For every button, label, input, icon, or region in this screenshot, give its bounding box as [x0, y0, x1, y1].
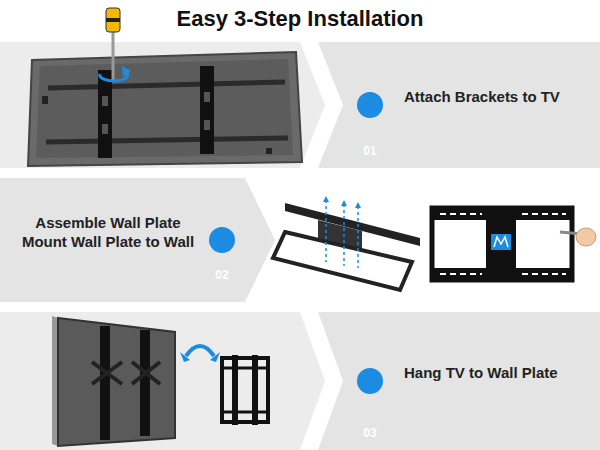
tv-port	[42, 96, 48, 104]
step-band: Assemble Wall Plate Mount Wall Plate to …	[0, 178, 275, 302]
step-band: Hang TV to Wall Plate 03	[318, 312, 600, 450]
bracket-slot	[102, 124, 108, 134]
plate-bar	[232, 355, 238, 425]
bracket-slot	[102, 96, 108, 106]
row-ground	[0, 312, 325, 450]
number-circle	[357, 92, 383, 118]
guide-line	[357, 206, 359, 268]
arrow-head	[180, 352, 190, 362]
bracket-slot	[204, 92, 210, 102]
hand	[576, 228, 596, 246]
hang-arrow	[186, 346, 214, 356]
arrow-head	[210, 352, 220, 362]
tilt-arm	[92, 362, 122, 384]
tv-port	[266, 148, 272, 154]
chevron-band	[318, 42, 600, 168]
brand-mark	[494, 237, 508, 247]
tilt-arm	[132, 362, 160, 384]
tv-rail	[46, 138, 288, 142]
plate-slots	[440, 273, 482, 275]
plate-slots	[440, 213, 482, 215]
brand-mark	[491, 234, 511, 250]
plate-bar	[252, 355, 258, 425]
plate-rail	[222, 411, 268, 414]
number-circle	[357, 368, 383, 394]
arrow-head	[323, 196, 329, 202]
guide-line	[343, 204, 345, 266]
screwdriver-handle	[106, 8, 120, 32]
screwdriver-shaft	[112, 30, 115, 82]
circle-shape	[357, 368, 383, 394]
arrow-head	[122, 66, 131, 77]
wall-plate	[432, 208, 572, 280]
step-number: 02	[209, 227, 235, 253]
tv-back	[58, 318, 175, 446]
plate-slots	[522, 273, 566, 275]
screwdriver-band	[106, 18, 120, 22]
tv-bracket	[98, 70, 112, 158]
row-ground	[0, 42, 325, 168]
wall-plate	[222, 358, 268, 422]
plate-center	[486, 208, 516, 280]
tilt-arm	[92, 362, 122, 384]
arrow-head	[355, 202, 361, 208]
step-number-text: 03	[363, 426, 376, 441]
chevron-band	[0, 178, 275, 302]
step-band: Attach Brackets to TV 01	[318, 42, 600, 168]
plate-rail	[222, 367, 268, 370]
tilt-arm	[132, 362, 160, 384]
plate-slots	[522, 213, 566, 215]
tv-bracket	[200, 66, 214, 154]
plate-frame	[273, 232, 412, 290]
tv-back	[28, 52, 302, 166]
guide-line	[325, 200, 327, 262]
title: Easy 3-Step Installation	[0, 6, 600, 32]
tv-panel	[36, 59, 293, 158]
step-number: 01	[357, 92, 383, 118]
circle-shape	[209, 227, 235, 253]
number-circle	[209, 227, 235, 253]
step-label: Assemble Wall Plate Mount Wall Plate to …	[18, 214, 198, 252]
step-number-text: 01	[363, 144, 376, 159]
chevron-band	[318, 312, 600, 450]
tv-bracket	[140, 330, 150, 436]
circle-shape	[357, 92, 383, 118]
step-number: 03	[357, 368, 383, 394]
step-label: Hang TV to Wall Plate	[404, 364, 558, 383]
bracket-slot	[204, 120, 210, 130]
tv-rail	[48, 82, 285, 88]
tv-bracket	[100, 326, 110, 440]
step-number-text: 02	[215, 268, 228, 283]
step-label: Attach Brackets to TV	[404, 88, 560, 107]
arrow-head	[341, 200, 347, 206]
